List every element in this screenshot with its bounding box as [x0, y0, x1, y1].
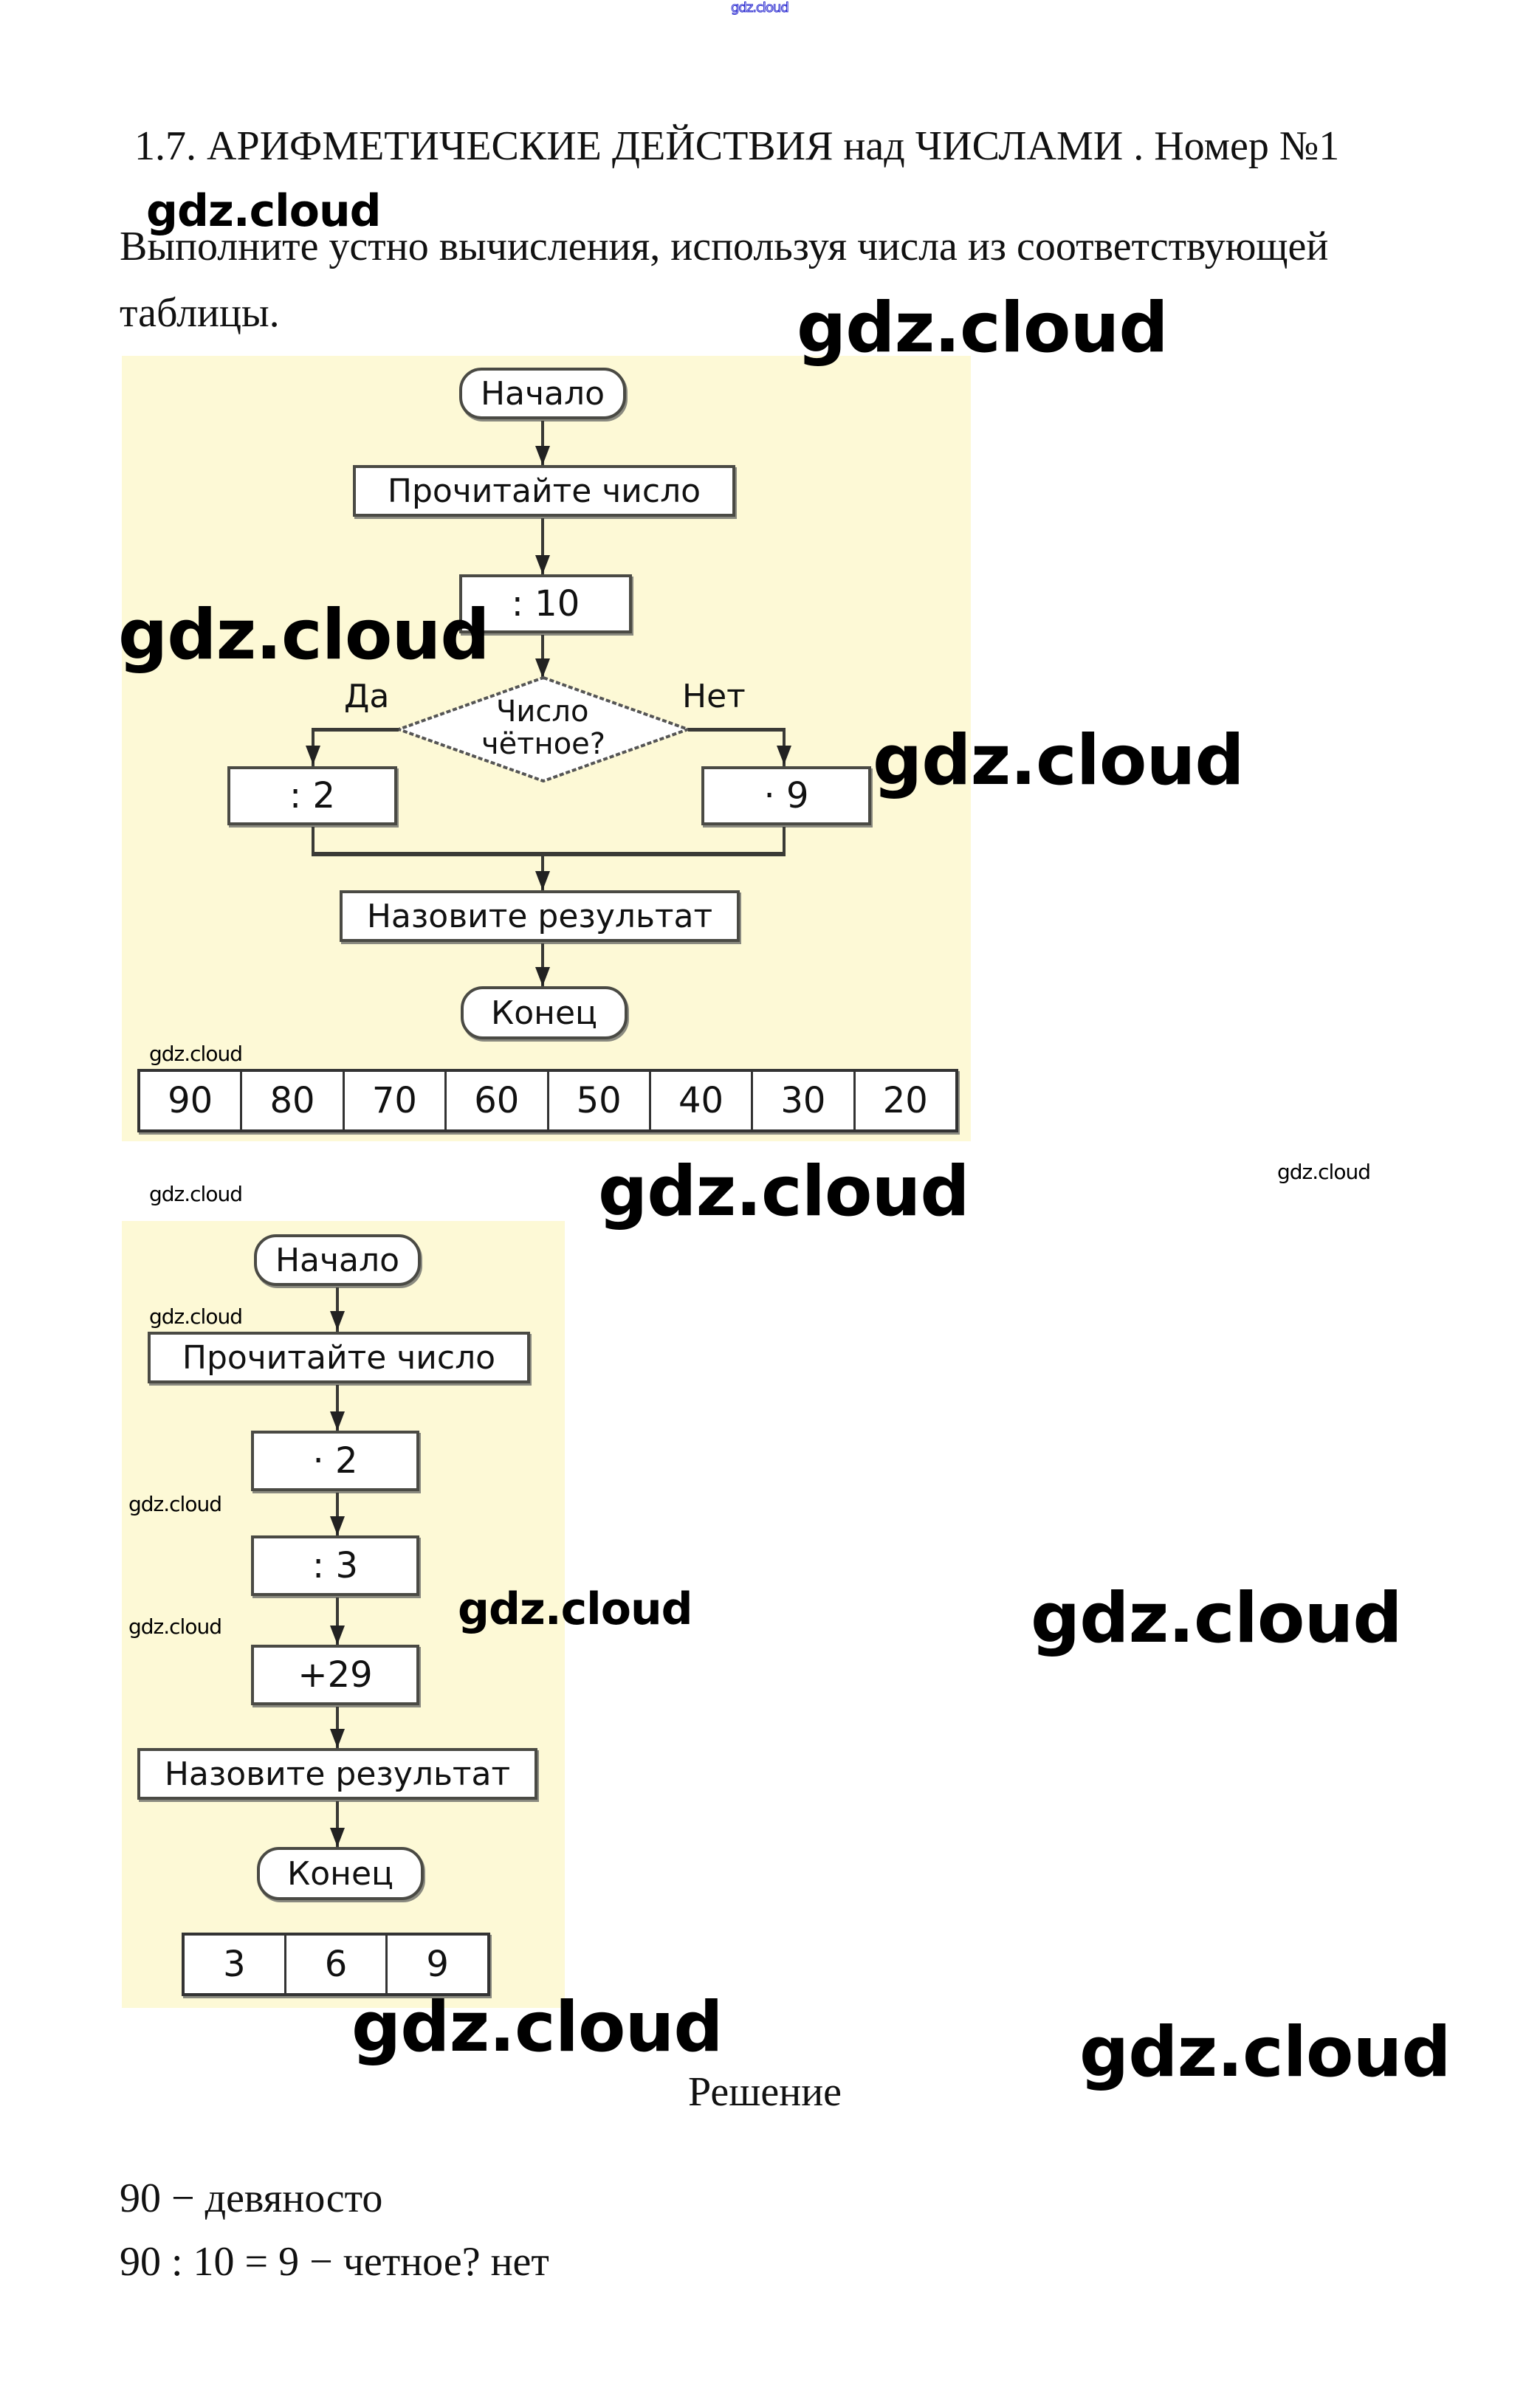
watermark: gdz.cloud [128, 1492, 222, 1516]
task-text-line-1: Выполните устно вычисления, используя чи… [120, 224, 1329, 269]
number-cell: 50 [549, 1072, 651, 1129]
number-cell: 9 [426, 1944, 449, 1985]
watermark: gdz.cloud [1277, 1160, 1371, 1184]
watermark: gdz.cloud [797, 288, 1169, 368]
connector [336, 1597, 339, 1645]
connector [541, 421, 544, 465]
flowchart-2-divide-3: : 3 [251, 1535, 419, 1596]
arrow-down-icon [330, 1729, 345, 1748]
flowchart-2-multiply-2: · 2 [251, 1431, 419, 1491]
number-cell: 3 [185, 1936, 286, 1993]
arrow-down-icon [330, 1411, 345, 1431]
arrow-down-icon [535, 967, 550, 986]
flowchart-1-number-table: 90 80 70 60 50 40 30 20 [137, 1069, 958, 1132]
flowchart-1-decision [396, 676, 691, 782]
number-cell: 90 [140, 1072, 243, 1129]
flowchart-2-start: Начало [254, 1234, 421, 1286]
yes-label: Да [344, 678, 390, 715]
flowchart-1-multiply-9: · 9 [701, 766, 871, 825]
flowchart-1-divide-10: : 10 [459, 574, 632, 633]
connector [336, 1493, 339, 1535]
watermark: gdz.cloud [1031, 1578, 1403, 1659]
number-cell: 70 [345, 1072, 447, 1129]
flowchart-1-output: Назовите результат [340, 890, 740, 942]
watermark: gdz.cloud [1079, 2012, 1451, 2093]
flowchart-1-read: Прочитайте число [353, 465, 735, 517]
top-watermark: gdz.cloud [731, 0, 790, 16]
flowchart-2-number-table: 3 6 9 [182, 1933, 490, 1996]
connector [312, 728, 399, 732]
arrow-down-icon [535, 871, 550, 890]
flowchart-1-end: Конец [461, 986, 628, 1039]
number-cell: 6 [286, 1936, 388, 1993]
connector [688, 728, 786, 732]
watermark: gdz.cloud [128, 1614, 222, 1639]
flowchart-1-divide-2: : 2 [227, 766, 397, 825]
arrow-down-icon [777, 746, 791, 765]
task-text-line-2: таблицы. [120, 290, 280, 336]
number-cell: 60 [447, 1072, 549, 1129]
connector [336, 1707, 339, 1748]
flowchart-2-add-29: +29 [251, 1645, 419, 1705]
solution-line: 90 − девяносто [120, 2175, 383, 2221]
connector [541, 635, 544, 678]
no-label: Нет [682, 678, 746, 715]
arrow-down-icon [535, 446, 550, 465]
connector [312, 827, 315, 855]
watermark: gdz.cloud [458, 1583, 693, 1635]
arrow-down-icon [535, 658, 550, 678]
connector [541, 943, 544, 986]
watermark: gdz.cloud [873, 720, 1245, 801]
watermark: gdz.cloud [149, 1182, 243, 1206]
arrow-down-icon [330, 1626, 345, 1645]
connector [783, 827, 786, 855]
flowchart-2-end: Конец [257, 1847, 424, 1900]
page-title: 1.7. АРИФМЕТИЧЕСКИЕ ДЕЙСТВИЯ над ЧИСЛАМИ… [134, 123, 1340, 169]
watermark: gdz.cloud [351, 1987, 724, 2068]
connector [336, 1287, 339, 1332]
solution-heading: Решение [688, 2069, 842, 2115]
connector [541, 518, 544, 574]
arrow-down-icon [330, 1516, 345, 1535]
number-cell: 20 [882, 1080, 928, 1121]
arrow-down-icon [535, 555, 550, 574]
watermark: gdz.cloud [149, 1042, 243, 1066]
arrow-down-icon [330, 1311, 345, 1330]
number-cell: 40 [651, 1072, 754, 1129]
number-cell: 30 [753, 1072, 856, 1129]
watermark: gdz.cloud [118, 595, 490, 675]
flowchart-1-start: Начало [459, 368, 626, 419]
number-cell: 80 [242, 1072, 345, 1129]
decision-text-line-1: Число [496, 695, 589, 729]
connector [336, 1385, 339, 1431]
watermark: gdz.cloud [598, 1152, 970, 1232]
connector [312, 852, 786, 856]
watermark: gdz.cloud [146, 185, 382, 237]
flowchart-2-output: Назовите результат [137, 1748, 537, 1800]
decision-text-line-2: чётное? [481, 727, 606, 761]
flowchart-2-read: Прочитайте число [148, 1332, 530, 1383]
connector [336, 1801, 339, 1847]
solution-line: 90 : 10 = 9 − четное? нет [120, 2239, 549, 2285]
arrow-down-icon [330, 1828, 345, 1847]
watermark: gdz.cloud [149, 1304, 243, 1329]
arrow-down-icon [306, 746, 320, 765]
